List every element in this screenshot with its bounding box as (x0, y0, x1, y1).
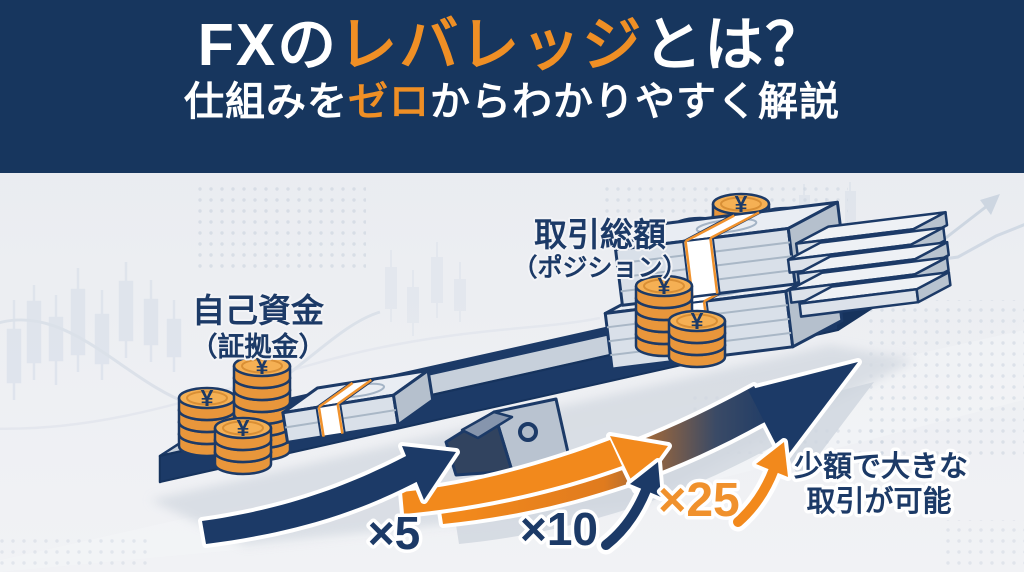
label-total-trade-sub: （ポジション） (512, 253, 687, 282)
label-total-trade: 取引総額 (534, 216, 666, 253)
arrow-small-navy-up (596, 458, 665, 555)
multiplier-x10-label: ×10 (520, 503, 598, 555)
margin-money-group (177, 353, 435, 476)
note-line1: 少額で大きな (794, 450, 968, 483)
title-highlight: レバレッジ (338, 12, 644, 78)
position-money-group (603, 189, 952, 371)
watermark-candlestick-chart-mid (385, 242, 466, 336)
sub-title: 仕組みをゼロからわかりやすく解説 (0, 80, 1024, 124)
label-own-funds: 自己資金 (192, 292, 325, 329)
subtitle-highlight: ゼロ (348, 79, 430, 124)
main-title: FXのレバレッジとは？ (0, 12, 1024, 80)
fulcrum (444, 397, 573, 477)
subtitle-pre: 仕組みを (184, 79, 348, 124)
fulcrum-bolt-hole (518, 422, 538, 442)
arrow-x10 (398, 432, 672, 518)
multiplier-x5-label: ×5 (368, 507, 420, 559)
bill-bundle-left (281, 368, 435, 444)
loose-bill-stack (786, 210, 952, 318)
title-post: とは？ (643, 12, 827, 78)
title-pre: FXの (197, 12, 339, 78)
coin-stack-left-front (213, 415, 273, 476)
note-line2: 取引が可能 (806, 484, 951, 518)
subtitle-post: からわかりやすく解説 (430, 79, 840, 124)
header-banner: FXのレバレッジとは？ 仕組みをゼロからわかりやすく解説 (0, 0, 1024, 173)
fulcrum-bevel-face (460, 410, 514, 440)
label-own-funds-sub: （証拠金） (191, 331, 326, 362)
arrow-x5 (198, 442, 460, 548)
arrow-small-orange-up (728, 438, 792, 532)
coin-stack-right-front-small (667, 308, 727, 369)
multiplier-x25-label: ×25 (658, 474, 739, 527)
